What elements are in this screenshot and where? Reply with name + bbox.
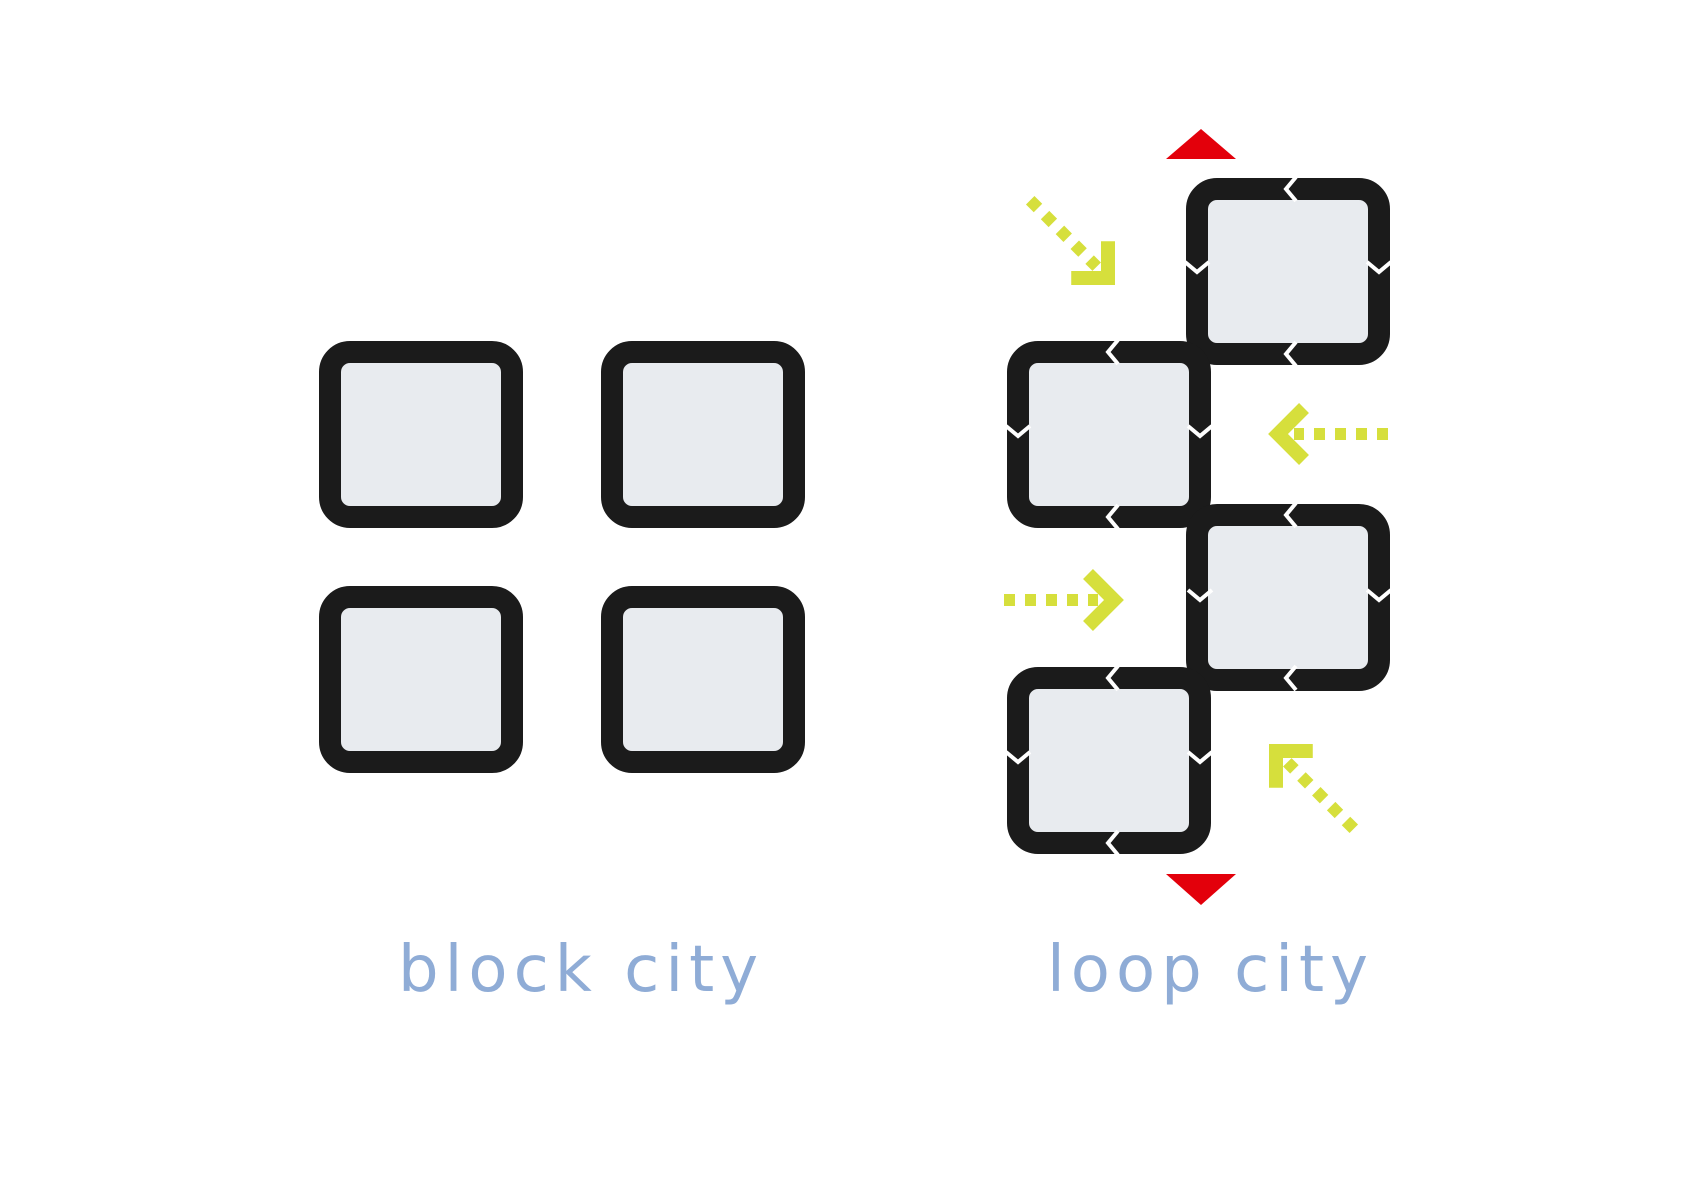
road-gap-mark [1186,424,1214,439]
road-gap-mark [1183,260,1211,275]
city-block [319,586,523,773]
dashed-chevron-arrow-icon [1004,569,1124,631]
dashed-chevron-arrow-icon [1269,744,1359,834]
block-city-diagram [319,341,805,773]
exit-markers [1166,129,1236,905]
access-arrows [1004,195,1388,834]
road-gap-mark [1004,424,1032,439]
road-gap-mark [1186,588,1214,603]
road-gap-mark [1105,829,1120,857]
city-block [1007,667,1211,854]
road-gap-mark [1283,501,1298,529]
dashed-chevron-arrow-icon [1025,195,1115,285]
block-city-caption: block city [398,933,765,1007]
road-gap-mark [1365,588,1393,603]
city-block [1186,178,1390,365]
road-gap-mark [1004,750,1032,765]
city-block [319,341,523,528]
city-block [601,586,805,773]
road-gap-mark [1283,175,1298,203]
road-gap-mark [1105,664,1120,692]
road-gap-marks [1004,175,1393,857]
road-gap-mark [1283,340,1298,368]
city-block [1007,341,1211,528]
red-triangle-icon [1166,129,1236,159]
red-triangle-icon [1166,874,1236,905]
road-gap-mark [1365,260,1393,275]
road-gap-mark [1105,503,1120,531]
city-block [1186,504,1390,691]
city-block [601,341,805,528]
road-gap-mark [1283,664,1298,692]
loop-city-caption: loop city [1047,933,1374,1007]
dashed-chevron-arrow-icon [1268,403,1388,465]
loop-city-diagram [1004,129,1393,905]
road-gap-mark [1105,338,1120,366]
road-gap-mark [1186,750,1214,765]
loop-road-network [1007,178,1390,854]
